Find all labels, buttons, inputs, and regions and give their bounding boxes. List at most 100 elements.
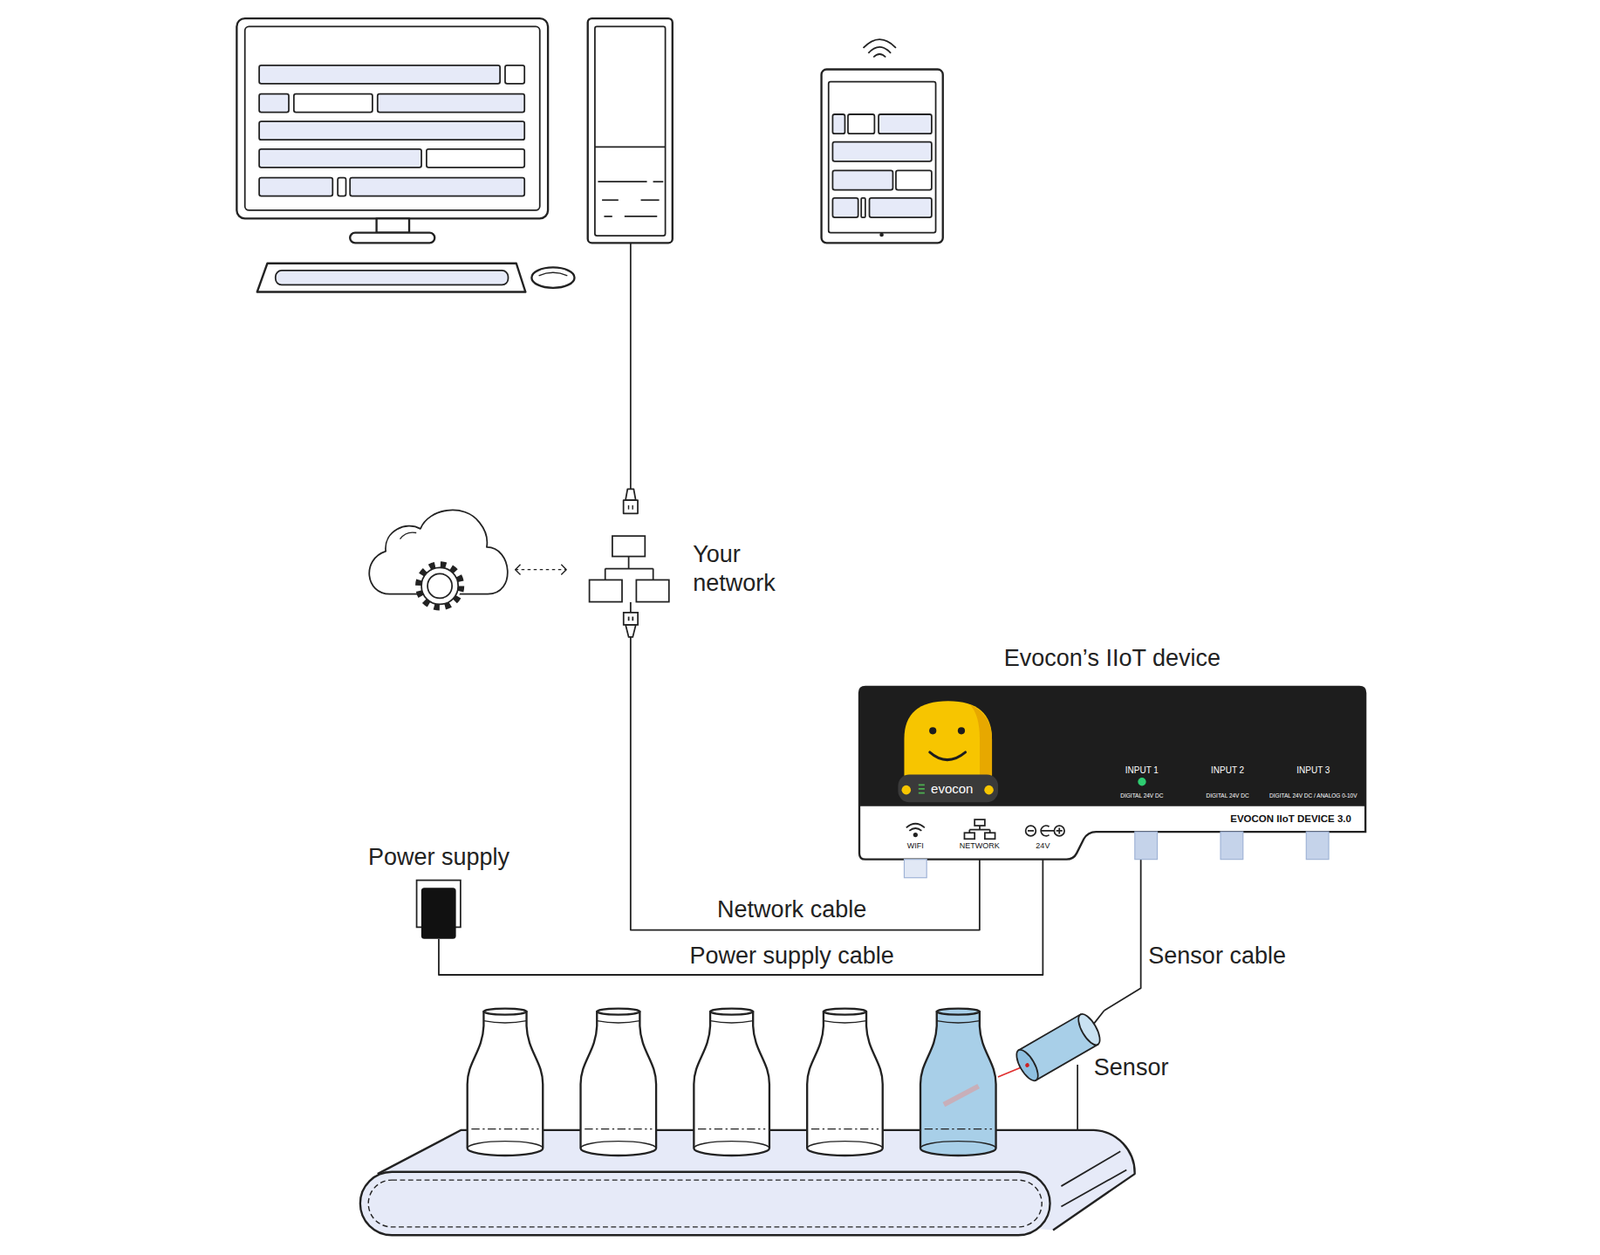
monitor <box>349 232 435 244</box>
sensor-cylinder <box>1093 1010 1105 1025</box>
network-symbol <box>588 535 669 637</box>
monitor <box>259 65 500 84</box>
monitor <box>426 149 525 168</box>
mascot <box>903 701 992 776</box>
monitor <box>505 65 525 84</box>
bottle <box>823 1020 867 1023</box>
tablet <box>821 69 944 244</box>
tablet <box>878 114 932 134</box>
node-heading: Your network <box>692 540 776 597</box>
bottle <box>584 1128 652 1129</box>
cloud-service <box>515 568 567 570</box>
port-symbol <box>1025 825 1036 836</box>
bottle <box>710 1008 753 1015</box>
port-symbol <box>913 833 917 837</box>
monitor <box>377 94 525 113</box>
mascot <box>901 785 911 795</box>
tablet <box>895 170 932 190</box>
bottle <box>581 1011 657 1156</box>
laser-spot <box>943 1086 979 1105</box>
bottle <box>693 1011 770 1156</box>
keyboard <box>531 266 575 288</box>
port-symbol <box>1027 829 1034 832</box>
device-model: EVOCON IIoT DEVICE 3.0 <box>1230 813 1352 825</box>
bottle <box>467 1011 544 1156</box>
port-symbol <box>974 819 985 826</box>
tablet <box>869 198 932 218</box>
cable-label: Network cable <box>713 896 870 924</box>
monitor <box>245 26 541 211</box>
port-label: NETWORK <box>959 841 1000 851</box>
keyboard <box>275 270 509 285</box>
cloud-service <box>427 573 452 598</box>
bottle <box>920 1008 997 1156</box>
tablet <box>879 232 884 238</box>
illustration <box>236 18 1135 1235</box>
tablet <box>821 39 944 243</box>
port-label: WIFI <box>907 841 924 851</box>
mascot <box>984 785 994 795</box>
network-symbol <box>628 615 630 621</box>
computer-tower <box>588 18 673 490</box>
computer-tower <box>594 146 666 149</box>
sensor-cylinder <box>1011 1010 1104 1084</box>
network-plug <box>623 499 638 513</box>
port-symbol <box>1040 825 1054 836</box>
bottle <box>920 1141 997 1149</box>
port-symbol <box>964 832 975 839</box>
conveyor-belt <box>368 1179 1042 1227</box>
mascot <box>957 726 965 734</box>
cable-label: Sensor cable <box>1144 942 1290 970</box>
cloud-service <box>418 564 462 608</box>
monitor <box>259 121 525 140</box>
input-spec: DIGITAL 24V DC / ANALOG 0-10V <box>1269 793 1357 800</box>
bottle <box>806 1141 883 1149</box>
sensor-cylinder <box>1073 1010 1104 1048</box>
network-plug <box>625 488 636 500</box>
monitor <box>376 218 410 233</box>
bottle <box>581 1008 657 1156</box>
bottle <box>811 1128 879 1129</box>
network-plug <box>628 505 630 510</box>
bottle <box>806 1008 883 1156</box>
computer-tower <box>597 181 664 217</box>
network-symbol <box>625 624 636 637</box>
computer-tower <box>629 242 632 490</box>
bottle <box>693 1141 770 1149</box>
bottle <box>483 1008 527 1015</box>
input-spec: DIGITAL 24V DC <box>1206 793 1250 800</box>
node-heading: Power supply <box>368 842 510 871</box>
mascot <box>969 704 992 776</box>
keyboard <box>257 263 527 293</box>
monitor <box>259 149 422 168</box>
tablet <box>847 114 875 134</box>
input-connector <box>903 831 1329 878</box>
tablet <box>832 142 931 162</box>
network-symbol <box>612 535 645 556</box>
sensor-mount <box>1076 1064 1079 1130</box>
iiot-device: Evocon’s IIoT device <box>859 686 1366 860</box>
input-label: INPUT 2 <box>1210 764 1245 774</box>
logo-text: evocon <box>930 781 973 797</box>
power-supply: Power supply <box>416 879 461 939</box>
network-symbol <box>588 534 670 602</box>
power-plug <box>416 879 461 939</box>
mascot <box>897 701 999 803</box>
monitor <box>349 177 525 197</box>
computer-tower <box>653 180 664 183</box>
status-led <box>1137 777 1146 786</box>
tablet <box>861 198 866 218</box>
port-symbol <box>906 819 1065 839</box>
bottle <box>471 1128 539 1129</box>
sensor-cylinder <box>1010 1010 1108 1082</box>
cloud-service <box>369 509 567 608</box>
tablet <box>828 82 937 233</box>
network-plug <box>623 488 638 513</box>
input-label: INPUT 3 <box>1296 764 1330 774</box>
monitor <box>259 65 525 197</box>
computer-tower <box>601 198 619 201</box>
network-node: Your network <box>588 534 670 602</box>
cloud-service <box>400 532 418 539</box>
sensor-cylinder <box>1011 1046 1042 1084</box>
bottle <box>920 1011 997 1156</box>
